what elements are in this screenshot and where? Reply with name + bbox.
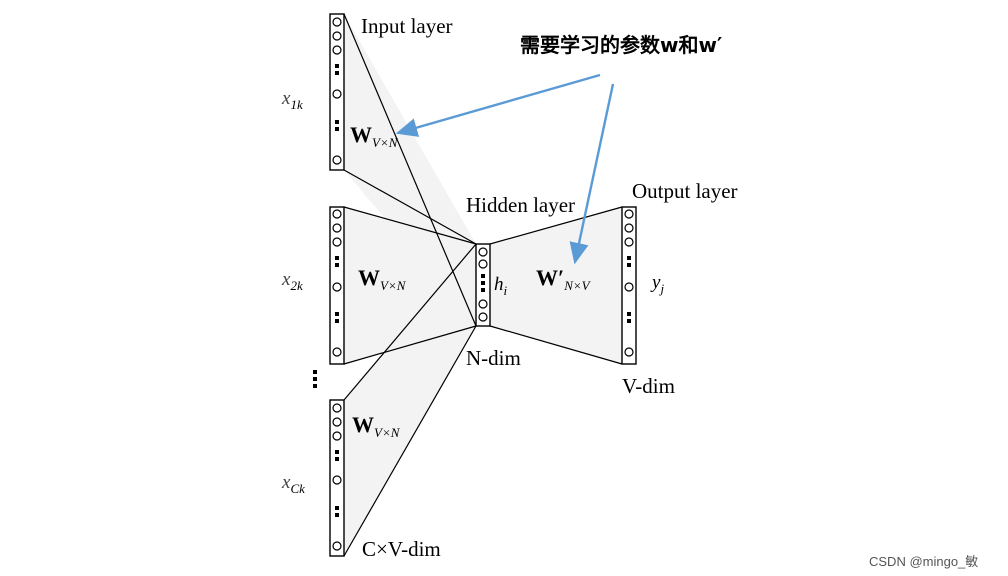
n-dim-label: N-dim bbox=[466, 346, 521, 370]
hidden-variable-label: hi bbox=[494, 274, 508, 298]
output-vector bbox=[621, 206, 637, 365]
input-vector-3 bbox=[329, 399, 345, 557]
input-label-3: xCk bbox=[281, 472, 305, 496]
input-vector-1 bbox=[329, 13, 345, 171]
input-label-2: x2k bbox=[281, 269, 303, 293]
output-variable-label: yj bbox=[650, 272, 664, 296]
annotation-arrows bbox=[395, 73, 615, 265]
weight-prime-label: W′N×V bbox=[536, 265, 592, 293]
hidden-layer-label: Hidden layer bbox=[466, 193, 575, 217]
hidden-vector bbox=[475, 243, 491, 327]
cv-dim-label: C×V-dim bbox=[362, 537, 441, 561]
weight-label-2: WV×N bbox=[358, 265, 407, 293]
input-label-1: x1k bbox=[281, 88, 303, 112]
arrow-to-w bbox=[395, 73, 601, 137]
v-dim-label: V-dim bbox=[622, 374, 675, 398]
weight-label-1: WV×N bbox=[350, 122, 399, 150]
weight-region-input-3 bbox=[344, 244, 476, 556]
input-layer-label: Input layer bbox=[361, 14, 453, 38]
weight-region-output bbox=[490, 207, 622, 364]
output-layer-label: Output layer bbox=[632, 179, 738, 203]
input-vector-2 bbox=[329, 206, 345, 365]
watermark: CSDN @mingo_敏 bbox=[869, 554, 978, 569]
connection-lines bbox=[343, 13, 623, 557]
ellipsis-dots bbox=[313, 370, 317, 388]
annotation-text: 需要学习的参数w和w′ bbox=[520, 33, 722, 57]
weight-label-3: WV×N bbox=[352, 412, 401, 440]
arrow-to-w-prime bbox=[569, 83, 615, 265]
